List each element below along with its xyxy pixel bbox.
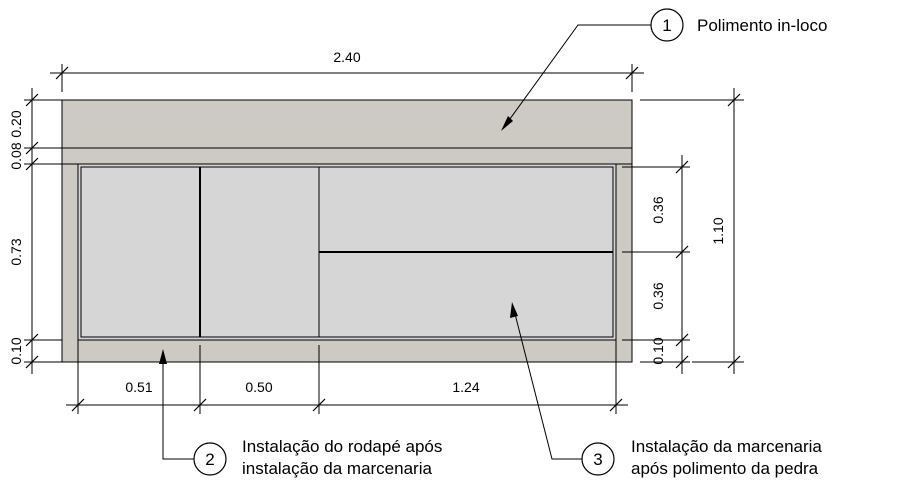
dim-width-right: 1.24 — [452, 379, 479, 395]
callout-3-text-line1: Instalação da marcenaria — [631, 437, 822, 456]
cabinet-drawer-lower — [318, 251, 614, 338]
callout-1-text: Polimento in-loco — [697, 16, 827, 35]
callout-2: 2 Instalação do rodapé após instalação d… — [159, 349, 442, 478]
cabinet-door-middle — [199, 166, 320, 338]
callout-2-arrowhead — [159, 349, 167, 364]
baseboard — [77, 339, 617, 363]
dim-cabinet-height: 0.73 — [8, 238, 24, 265]
callout-1: 1 Polimento in-loco — [501, 8, 827, 131]
callout-3-number: 3 — [593, 450, 602, 469]
callout-1-arrowhead — [501, 116, 513, 131]
dim-lower-drawer: 0.36 — [650, 282, 666, 309]
dim-width-middle: 0.50 — [245, 379, 272, 395]
callout-2-text-line1: Instalação do rodapé após — [242, 437, 442, 456]
callout-3: 3 Instalação da marcenaria após poliment… — [510, 302, 822, 478]
dim-width-left: 0.51 — [125, 379, 152, 395]
callout-1-number: 1 — [662, 16, 671, 35]
overall-height-dimension: 1.10 — [640, 88, 744, 374]
callout-2-leader — [162, 358, 194, 460]
stone-top-band — [61, 99, 633, 149]
left-dimension-chain: 0.20 0.08 0.73 0.10 — [8, 88, 62, 374]
dim-upper-drawer: 0.36 — [650, 196, 666, 223]
dim-top-band: 0.20 — [8, 110, 24, 137]
cabinet-drawer-upper — [318, 166, 614, 253]
dim-second-band: 0.08 — [8, 142, 24, 169]
callout-3-text-line2: após polimento da pedra — [631, 459, 819, 478]
callout-1-leader — [506, 24, 651, 124]
dim-total-width: 2.40 — [333, 49, 360, 65]
top-dimension: 2.40 — [50, 49, 644, 92]
callout-3-arrowhead — [510, 302, 518, 318]
cabinet-door-left — [80, 166, 201, 338]
callout-2-text-line2: instalação da marcenaria — [242, 459, 432, 478]
dim-overall-height: 1.10 — [710, 217, 726, 244]
cabinet-panels — [77, 163, 617, 363]
right-dimension-chain: 0.36 0.36 0.10 — [622, 155, 690, 374]
callout-3-leader — [513, 309, 582, 460]
callout-2-number: 2 — [205, 450, 214, 469]
dim-base-left: 0.10 — [8, 337, 24, 364]
dim-base-right: 0.10 — [650, 337, 666, 364]
bottom-dimension-chain: 0.51 0.50 1.24 — [66, 345, 628, 414]
